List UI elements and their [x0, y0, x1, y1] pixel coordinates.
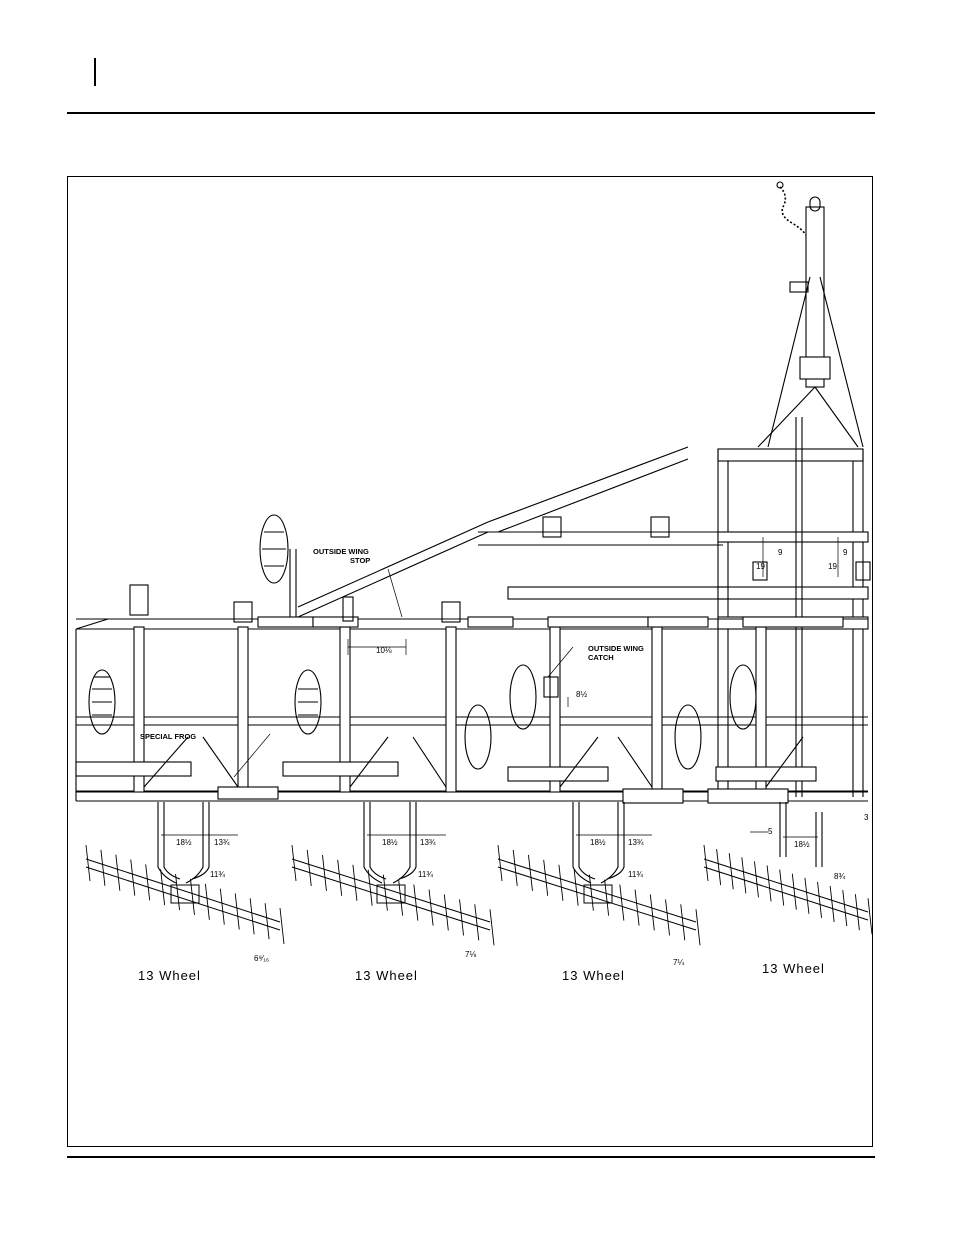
- dim-shank-4: 13¾: [420, 838, 436, 847]
- harrow-tine: [767, 865, 771, 901]
- dim-wheel-offset-2: 7⅛: [465, 950, 476, 959]
- harrow-tine: [544, 860, 548, 896]
- outside-wing-catch-line1: OUTSIDE WING: [588, 644, 644, 653]
- special-frog-label: SPECIAL FROG: [140, 732, 196, 741]
- harrow-tine: [620, 885, 624, 921]
- harrow-tine: [513, 850, 517, 886]
- dim-shank-7: 18½: [794, 840, 810, 849]
- dim-frame-19-a: 19: [756, 562, 765, 571]
- harrow-tine: [235, 893, 239, 929]
- harrow-tine: [780, 870, 784, 906]
- harrow-tine: [681, 904, 685, 940]
- wheel-label-2: 13 Wheel: [355, 968, 418, 983]
- harrow-tine: [742, 857, 746, 893]
- harrow-tine: [635, 890, 639, 926]
- header-vertical-rule: [94, 58, 96, 86]
- harrow-tine: [830, 886, 834, 922]
- harrow-tine: [666, 899, 670, 935]
- center-frame: [718, 417, 870, 797]
- harrow-baskets: [86, 859, 868, 930]
- wheel-label-3: 13 Wheel: [562, 968, 625, 983]
- wheel-label-4: 13 Wheel: [762, 961, 825, 976]
- dim-shank-3: 18½: [382, 838, 398, 847]
- dim-frame-19-b: 19: [828, 562, 837, 571]
- harrow-tine: [490, 909, 494, 945]
- harrow-tine: [414, 885, 418, 921]
- harrow-tine: [843, 890, 847, 926]
- harrow-tine: [322, 855, 326, 891]
- harrow-tine: [754, 861, 758, 897]
- dim-depth-4: 8¾: [834, 872, 845, 881]
- harrow-tine: [307, 850, 311, 886]
- dim-catch-gap: 8½: [576, 690, 587, 699]
- implement-drawing: OUTSIDE WING STOP OUTSIDE WING CATCH SPE…: [68, 177, 874, 1148]
- bottom-rail: [76, 762, 868, 803]
- harrow-tine: [176, 874, 180, 910]
- outside-wing-catch-label: OUTSIDE WING CATCH: [588, 644, 646, 662]
- dim-frame-9-a: 9: [778, 548, 783, 557]
- header-rule: [67, 112, 875, 114]
- hitch-tongue: [758, 182, 863, 447]
- frame-posts: [134, 627, 766, 792]
- harrow-tine: [292, 845, 296, 881]
- dim-shank-5: 18½: [590, 838, 606, 847]
- harrow-tine: [498, 845, 502, 881]
- harrow-tine: [589, 875, 593, 911]
- dim-depth-3: 11¾: [628, 870, 643, 879]
- diagram-frame: OUTSIDE WING STOP OUTSIDE WING CATCH SPE…: [67, 176, 873, 1147]
- harrow-tine: [696, 909, 700, 945]
- harrow-tine: [220, 889, 224, 925]
- harrow-tine: [116, 855, 120, 891]
- dim-shank-2: 13¾: [214, 838, 230, 847]
- dim-depth-2: 11¾: [418, 870, 433, 879]
- harrow-tine: [559, 865, 563, 901]
- harrow-tine: [475, 904, 479, 940]
- dim-offset-5: 5: [768, 827, 773, 836]
- harrow-tine: [190, 879, 194, 915]
- outside-wing-catch-line2: CATCH: [588, 653, 614, 662]
- harrow-tine: [280, 908, 284, 944]
- spring-shanks: [158, 802, 822, 883]
- harrow-tine: [792, 874, 796, 910]
- harrow-tine: [650, 894, 654, 930]
- harrow-tines: [86, 845, 872, 945]
- dim-frame-9-b: 9: [843, 548, 848, 557]
- dim-wheel-offset-1: 6⁹⁄₁₆: [254, 954, 269, 963]
- harrow-tine: [265, 903, 269, 939]
- harrow-tine: [818, 882, 822, 918]
- harrow-tine: [574, 870, 578, 906]
- dim-depth-1: 11¾: [210, 870, 225, 879]
- dim-stop-gap: 10⅛: [376, 646, 392, 655]
- harrow-tine: [460, 899, 464, 935]
- harrow-tine: [383, 875, 387, 911]
- dim-wheel-offset-3: 7¼: [673, 958, 684, 967]
- harrow-tine: [353, 865, 357, 901]
- footer-rule: [67, 1156, 875, 1158]
- harrow-tine: [338, 860, 342, 896]
- harrow-tine: [729, 853, 733, 889]
- harrow-tine: [205, 884, 209, 920]
- harrow-tine: [855, 894, 859, 930]
- harrow-tine: [868, 898, 872, 934]
- harrow-tine: [444, 894, 448, 930]
- outside-wing-stop-line1: OUTSIDE WING: [313, 547, 369, 556]
- dim-shank-6: 13¾: [628, 838, 644, 847]
- harrow-tine: [86, 845, 90, 881]
- outside-wing-stop-label: OUTSIDE WING STOP: [313, 547, 371, 565]
- harrow-tine: [131, 860, 135, 896]
- outside-wing-stop-line2: STOP: [350, 556, 370, 565]
- harrow-tine: [429, 890, 433, 926]
- harrow-tine: [704, 845, 708, 881]
- wheel-label-1: 13 Wheel: [138, 968, 201, 983]
- harrow-tine: [805, 878, 809, 914]
- harrow-tine: [717, 849, 721, 885]
- harrow-tine: [146, 864, 150, 900]
- harrow-tine: [250, 898, 254, 934]
- harrow-tine: [528, 855, 532, 891]
- dim-shank-1: 18½: [176, 838, 192, 847]
- dim-edge-ref: 3: [864, 813, 869, 822]
- harrow-tine: [101, 850, 105, 886]
